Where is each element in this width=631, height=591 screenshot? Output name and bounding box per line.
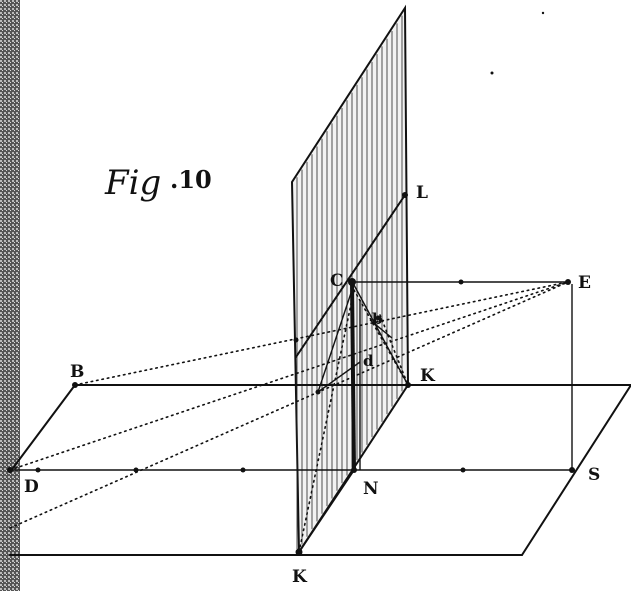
label-b: B bbox=[70, 362, 84, 382]
sight-line-c-k bbox=[353, 289, 409, 386]
sight-line-b-e bbox=[74, 281, 569, 386]
label-l: L bbox=[416, 183, 428, 203]
point-ds-1 bbox=[35, 467, 41, 473]
point-ds-3 bbox=[240, 467, 246, 473]
figure-title-number: .10 bbox=[170, 165, 212, 194]
label-e: E bbox=[578, 273, 591, 293]
ground-plane-left-edge bbox=[9, 384, 76, 473]
page-edge-shadow bbox=[0, 0, 20, 591]
point-c bbox=[348, 278, 356, 286]
label-n: N bbox=[363, 479, 379, 499]
label-k-lower: K bbox=[292, 567, 308, 587]
line-cd bbox=[317, 289, 353, 393]
point-k-upper bbox=[405, 382, 411, 388]
point-mark-1 bbox=[490, 71, 494, 75]
ground-plane-right-edge bbox=[521, 384, 631, 556]
point-ds-4 bbox=[460, 467, 466, 473]
point-d bbox=[7, 467, 13, 473]
point-l bbox=[402, 192, 408, 198]
vertical-plane-hatching bbox=[296, 15, 403, 549]
sight-line-d-e bbox=[9, 281, 569, 471]
point-ce-mid bbox=[458, 279, 464, 285]
label-s: S bbox=[588, 465, 600, 485]
sight-line-k-c bbox=[298, 289, 355, 553]
point-ds-2 bbox=[133, 467, 139, 473]
label-d-small: d bbox=[363, 352, 374, 370]
point-s bbox=[569, 467, 575, 473]
figure-title-script: Fig bbox=[104, 163, 161, 203]
label-d: D bbox=[24, 477, 39, 497]
label-k-upper: K bbox=[420, 366, 436, 386]
point-d-small bbox=[315, 389, 321, 395]
sight-line-b-k bbox=[379, 314, 409, 386]
point-plane-left bbox=[293, 337, 299, 343]
line-ck bbox=[353, 284, 409, 386]
point-e bbox=[565, 279, 571, 285]
line-l-diagonal bbox=[295, 194, 406, 358]
sight-line-lower-e bbox=[9, 281, 569, 529]
point-mark-2 bbox=[541, 11, 545, 15]
point-b bbox=[72, 382, 78, 388]
line-nk bbox=[298, 469, 355, 553]
line-d-small bbox=[317, 361, 361, 393]
point-k-lower bbox=[295, 548, 303, 556]
label-b-small: b bbox=[372, 310, 383, 328]
label-c: C bbox=[330, 271, 344, 291]
point-b-small bbox=[375, 315, 381, 321]
point-n bbox=[351, 467, 357, 473]
